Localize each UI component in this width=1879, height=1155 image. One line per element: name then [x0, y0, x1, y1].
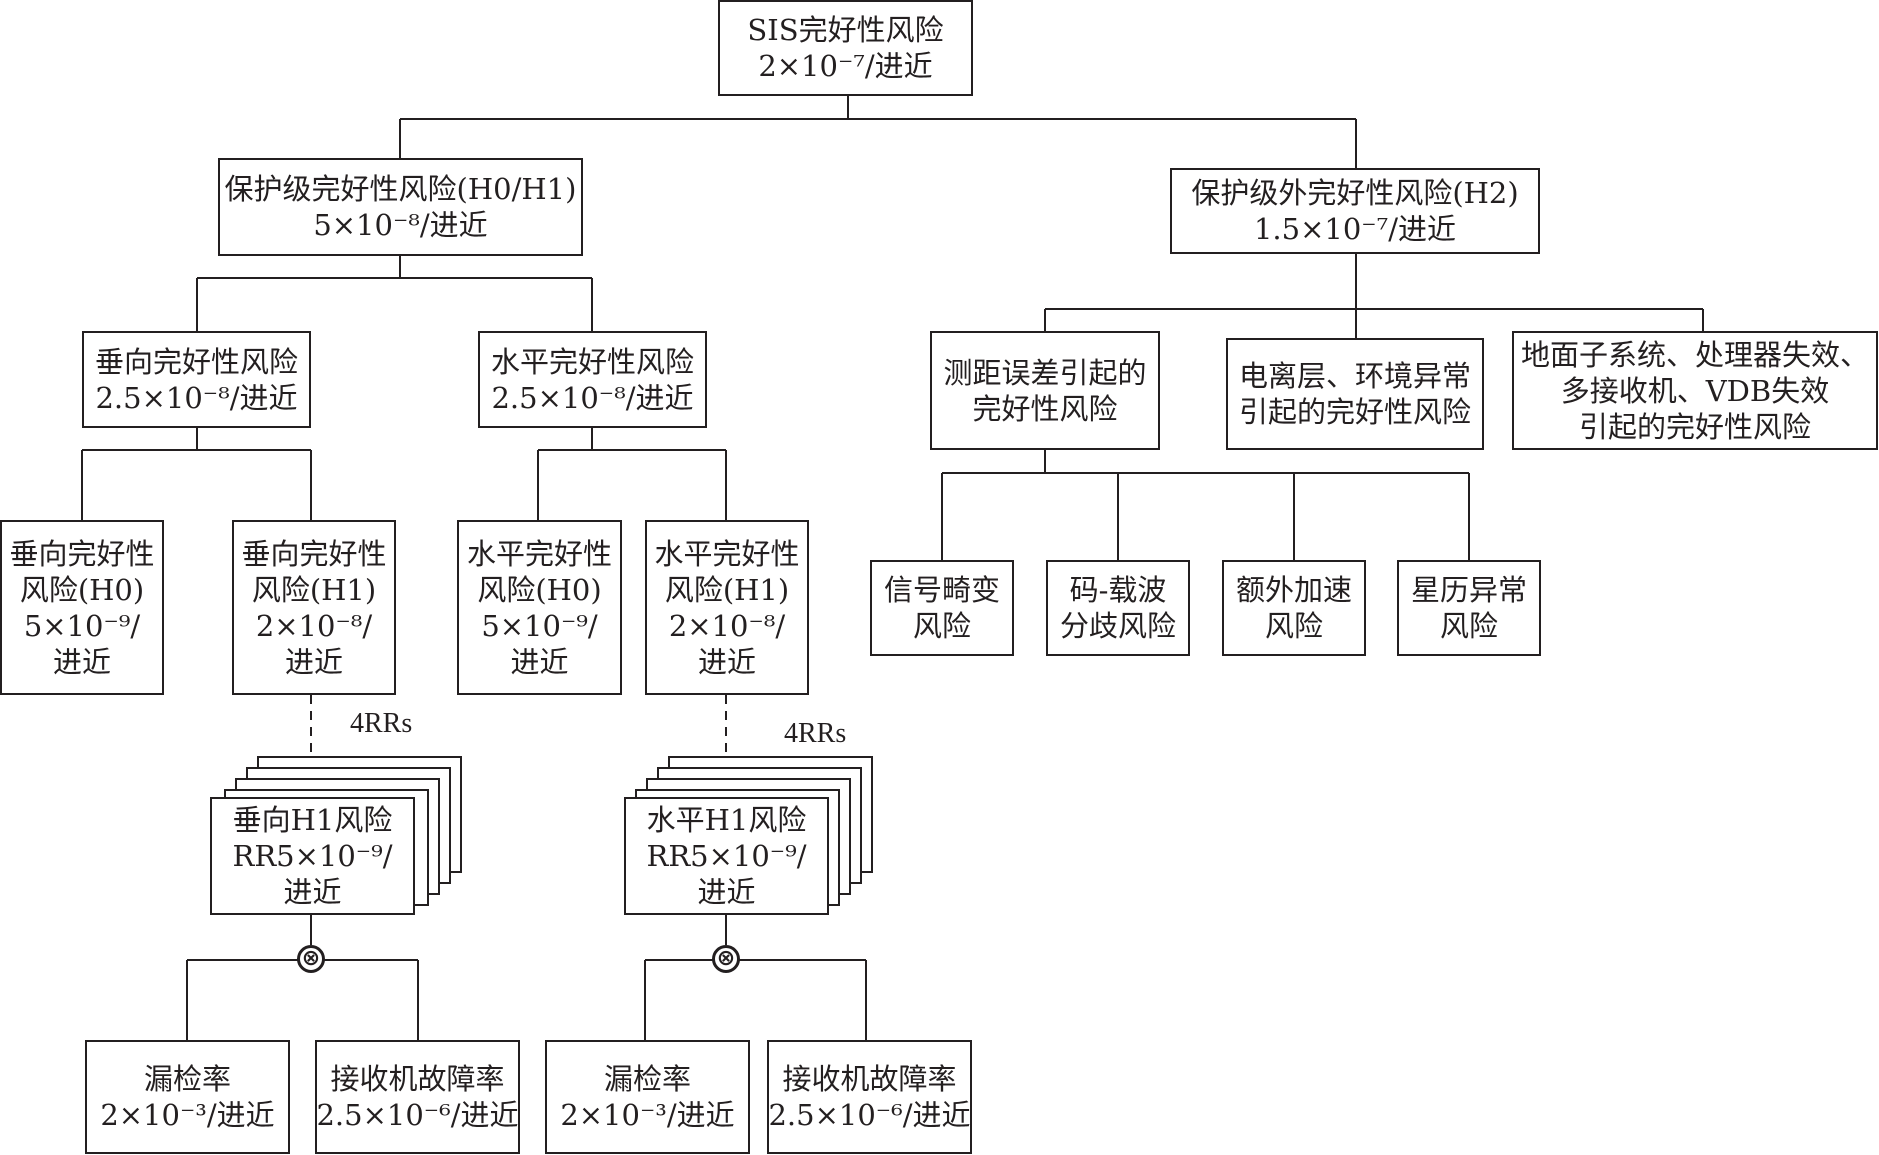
node-line: 引起的完好性风险 — [1578, 409, 1811, 444]
node-line: 码-载波 — [1069, 573, 1167, 607]
vertical-risk-node: 垂向完好性风险 2.5×10⁻⁸/进近 — [82, 331, 311, 428]
node-line: 风险 — [1264, 609, 1323, 643]
node-line: RR5×10⁻⁹/ — [646, 839, 807, 873]
node-line: 风险 — [912, 609, 971, 643]
node-line: 垂向H1风险 — [232, 803, 393, 837]
node-line: 风险(H0) — [19, 572, 145, 607]
node-line: 信号畸变 — [883, 573, 1000, 607]
node-line: 风险 — [1439, 609, 1498, 643]
node-line: RR5×10⁻⁹/ — [232, 839, 393, 873]
horizontal-missed-detection-node: 漏检率 2×10⁻³/进近 — [545, 1040, 750, 1154]
node-line: 测距误差引起的 — [943, 355, 1147, 390]
node-line: 电离层、环境异常 — [1238, 359, 1471, 393]
node-line: 2×10⁻³/进近 — [100, 1098, 275, 1132]
code-carrier-divergence-risk-node: 码-载波 分歧风险 — [1046, 560, 1190, 656]
node-line: 2.5×10⁻⁶/进近 — [768, 1098, 971, 1132]
node-line: 风险(H1) — [251, 572, 377, 607]
node-line: 水平完好性 — [654, 536, 800, 571]
node-line: 接收机故障率 — [782, 1062, 957, 1096]
node-title: 保护级完好性风险(H0/H1) — [224, 172, 577, 206]
rr-count-label-vertical: 4RRs — [350, 708, 413, 739]
signal-deformation-risk-node: 信号畸变 风险 — [870, 560, 1014, 656]
horizontal-h0-risk-node: 水平完好性 风险(H0) 5×10⁻⁹/ 进近 — [457, 520, 622, 695]
ground-subsystem-risk-node: 地面子系统、处理器失效、 多接收机、VDB失效 引起的完好性风险 — [1512, 331, 1878, 450]
node-line: 垂向完好性 — [9, 536, 155, 571]
node-line: 风险(H0) — [477, 572, 602, 607]
node-line: 5×10⁻⁹/ — [23, 608, 141, 643]
excess-acceleration-risk-node: 额外加速 风险 — [1222, 560, 1366, 656]
node-line: 进近 — [284, 644, 343, 679]
vertical-missed-detection-node: 漏检率 2×10⁻³/进近 — [85, 1040, 290, 1154]
node-line: 进近 — [283, 875, 342, 909]
node-line: 引起的完好性风险 — [1238, 395, 1471, 429]
node-line: 进近 — [510, 644, 569, 679]
node-line: 完好性风险 — [972, 391, 1118, 426]
node-line: 进近 — [697, 644, 756, 679]
node-title: SIS完好性风险 — [747, 13, 944, 47]
and-gate-icon: ⊗ — [297, 945, 325, 973]
node-title: 水平完好性风险 — [490, 344, 694, 379]
horizontal-receiver-failure-node: 接收机故障率 2.5×10⁻⁶/进近 — [767, 1040, 972, 1154]
vertical-receiver-failure-node: 接收机故障率 2.5×10⁻⁶/进近 — [315, 1040, 520, 1154]
horizontal-h1-risk-node: 水平完好性 风险(H1) 2×10⁻⁸/ 进近 — [645, 520, 809, 695]
node-line: 垂向完好性 — [241, 536, 387, 571]
node-line: 接收机故障率 — [330, 1062, 505, 1096]
node-line: 漏检率 — [143, 1062, 231, 1096]
vertical-h0-risk-node: 垂向完好性 风险(H0) 5×10⁻⁹/ 进近 — [0, 520, 164, 695]
node-line: 2×10⁻³/进近 — [560, 1098, 735, 1132]
horizontal-h1-rr-risk-node: 水平H1风险 RR5×10⁻⁹/ 进近 — [624, 797, 829, 915]
sis-integrity-risk-node: SIS完好性风险 2×10⁻⁷/进近 — [718, 0, 973, 96]
node-line: 多接收机、VDB失效 — [1560, 373, 1830, 408]
ephemeris-anomaly-risk-node: 星历异常 风险 — [1397, 560, 1541, 656]
horizontal-risk-node: 水平完好性风险 2.5×10⁻⁸/进近 — [478, 331, 707, 428]
node-line: 2.5×10⁻⁶/进近 — [316, 1098, 519, 1132]
node-value: 2.5×10⁻⁸/进近 — [491, 380, 694, 415]
ionosphere-anomaly-risk-node: 电离层、环境异常 引起的完好性风险 — [1226, 338, 1484, 450]
node-value: 2×10⁻⁷/进近 — [758, 49, 933, 83]
node-line: 5×10⁻⁹/ — [481, 608, 598, 643]
node-line: 进近 — [52, 644, 111, 679]
and-gate-icon: ⊗ — [712, 945, 740, 973]
node-line: 2×10⁻⁸/ — [255, 608, 373, 643]
node-line: 2×10⁻⁸/ — [668, 608, 786, 643]
vertical-h1-rr-risk-node: 垂向H1风险 RR5×10⁻⁹/ 进近 — [210, 797, 415, 915]
node-title: 垂向完好性风险 — [94, 344, 298, 379]
node-line: 水平完好性 — [466, 536, 612, 571]
node-line: 进近 — [697, 875, 756, 909]
node-line: 风险(H1) — [664, 572, 790, 607]
node-value: 1.5×10⁻⁷/进近 — [1253, 212, 1457, 246]
vertical-h1-risk-node: 垂向完好性 风险(H1) 2×10⁻⁸/ 进近 — [232, 520, 396, 695]
node-line: 地面子系统、处理器失效、 — [1520, 337, 1869, 372]
node-value: 5×10⁻⁸/进近 — [313, 208, 488, 242]
node-line: 漏检率 — [603, 1062, 691, 1096]
rr-count-label-horizontal: 4RRs — [784, 718, 847, 749]
node-line: 水平H1风险 — [646, 803, 807, 837]
node-line: 分歧风险 — [1059, 609, 1176, 643]
node-title: 保护级外完好性风险(H2) — [1191, 176, 1519, 210]
protection-level-risk-node: 保护级完好性风险(H0/H1) 5×10⁻⁸/进近 — [218, 158, 583, 256]
ranging-error-risk-node: 测距误差引起的 完好性风险 — [930, 331, 1160, 450]
node-value: 2.5×10⁻⁸/进近 — [95, 380, 298, 415]
outside-protection-level-risk-node: 保护级外完好性风险(H2) 1.5×10⁻⁷/进近 — [1170, 168, 1540, 254]
node-line: 星历异常 — [1410, 573, 1527, 607]
node-line: 额外加速 — [1235, 573, 1352, 607]
